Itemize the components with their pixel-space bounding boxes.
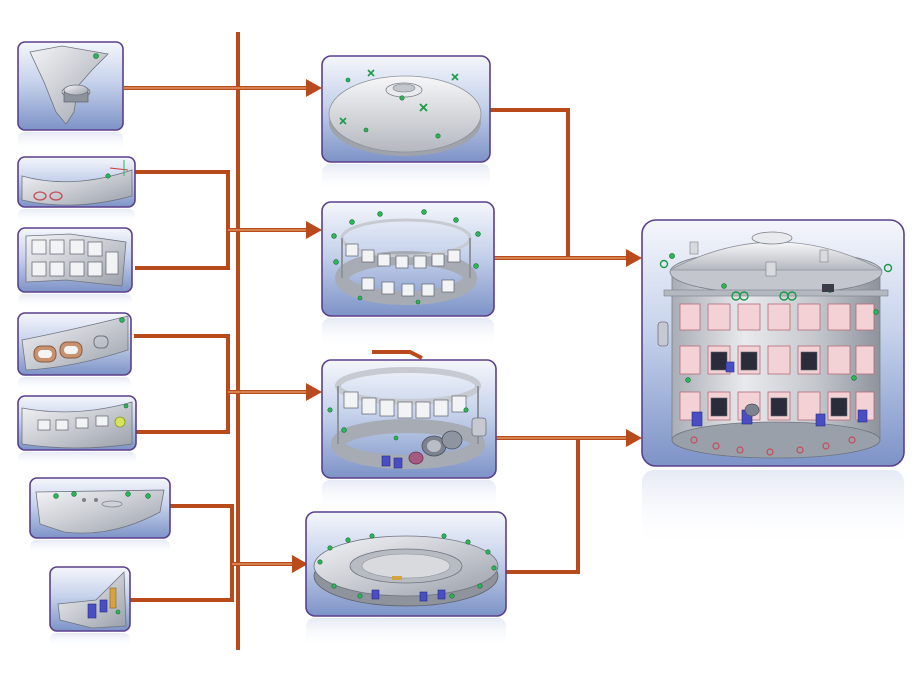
component-side-segment-blue-parts bbox=[49, 566, 131, 647]
subassemblies-column bbox=[305, 55, 507, 648]
panel-reflection bbox=[306, 618, 506, 648]
component-curved-panel-oval-ports bbox=[17, 312, 132, 391]
connector-components-4-5-to-middle-ring bbox=[134, 334, 423, 434]
panel-reflection bbox=[322, 164, 490, 192]
connector-component-1-to-dome bbox=[124, 79, 322, 97]
ring-fittings bbox=[331, 209, 481, 305]
component-flange-segment bbox=[17, 41, 124, 152]
panel-reflection bbox=[642, 470, 904, 550]
arrow-head bbox=[626, 249, 642, 267]
connector-lower-subassemblies-to-final bbox=[496, 429, 642, 574]
base-ring-fittings bbox=[317, 533, 497, 602]
arrow-head bbox=[292, 555, 308, 573]
panel-reflection bbox=[18, 377, 131, 391]
component-framed-wall-panel bbox=[17, 227, 133, 308]
connector-components-2-3-to-upper-ring bbox=[135, 170, 322, 270]
panel-reflection bbox=[322, 480, 496, 510]
dome-fittings bbox=[339, 69, 459, 139]
component-bottom-ring-segment bbox=[29, 477, 171, 554]
final-module-equipment bbox=[657, 253, 893, 456]
subassembly-base-ring-platform bbox=[305, 511, 507, 648]
connectors bbox=[124, 32, 642, 650]
arrow-head bbox=[306, 383, 322, 401]
middle-ring-equipment bbox=[327, 407, 487, 469]
base-ports bbox=[690, 436, 856, 456]
panel-reflection bbox=[30, 540, 170, 554]
panel-reflection bbox=[18, 132, 123, 152]
components-column bbox=[17, 41, 171, 647]
component-ring-plate-with-ports bbox=[17, 156, 136, 223]
final-cylindrical-module bbox=[641, 219, 905, 550]
middle-ring-windows bbox=[343, 391, 467, 419]
connector-upper-subassemblies-to-final bbox=[490, 108, 642, 267]
panel-reflection bbox=[18, 294, 132, 308]
ring-windows bbox=[345, 243, 461, 297]
panel-reflection bbox=[18, 209, 135, 223]
subassembly-dome-top bbox=[321, 55, 491, 192]
panel-reflection bbox=[50, 633, 130, 647]
arrow-head bbox=[626, 429, 642, 447]
panel-reflection bbox=[322, 318, 494, 348]
arrow-head bbox=[306, 221, 322, 239]
final-module-windows bbox=[679, 303, 875, 421]
panel-reflection bbox=[18, 452, 136, 466]
component-curved-panel-windows bbox=[17, 395, 137, 466]
subassembly-middle-ring-with-equipment bbox=[321, 359, 497, 510]
subassembly-upper-frame-ring bbox=[321, 201, 495, 348]
arrow-head bbox=[306, 79, 322, 97]
connector-components-6-7-to-base-ring bbox=[130, 504, 308, 602]
